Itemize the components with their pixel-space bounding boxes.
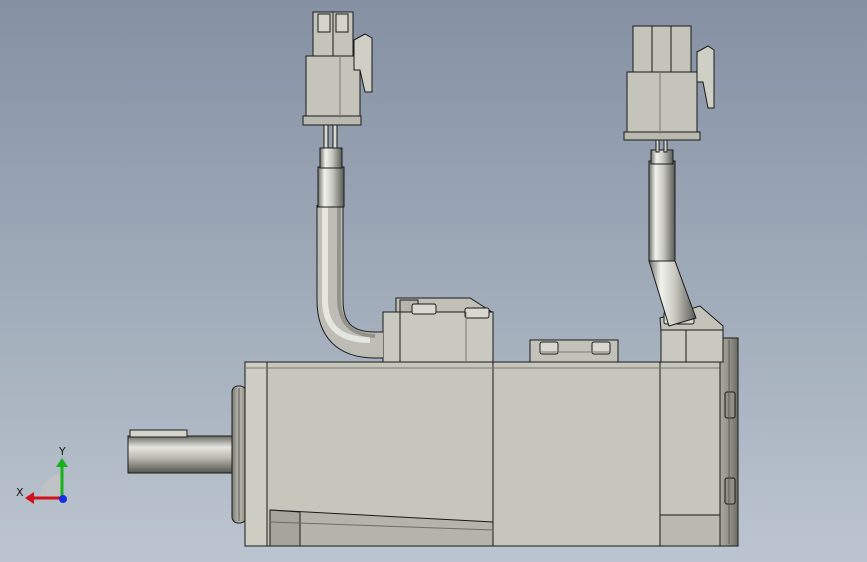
axis-triad[interactable]: Y X — [16, 445, 68, 504]
y-axis-label: Y — [58, 445, 66, 458]
power-connector-housing — [382, 297, 494, 363]
motor-housing — [244, 361, 724, 547]
z-axis-dot — [59, 495, 67, 503]
top-bracket — [529, 339, 619, 363]
output-shaft — [127, 429, 235, 474]
encoder-cable — [648, 135, 697, 327]
y-axis-arrowhead — [56, 458, 68, 467]
triad-plane-indicator — [39, 474, 62, 498]
rear-end-cap — [719, 337, 739, 547]
front-flange — [231, 385, 247, 524]
encoder-plug — [623, 25, 715, 141]
power-plug — [302, 11, 373, 126]
power-cable — [316, 123, 383, 359]
x-axis-arrowhead — [25, 492, 34, 504]
x-axis-label: X — [16, 486, 24, 499]
